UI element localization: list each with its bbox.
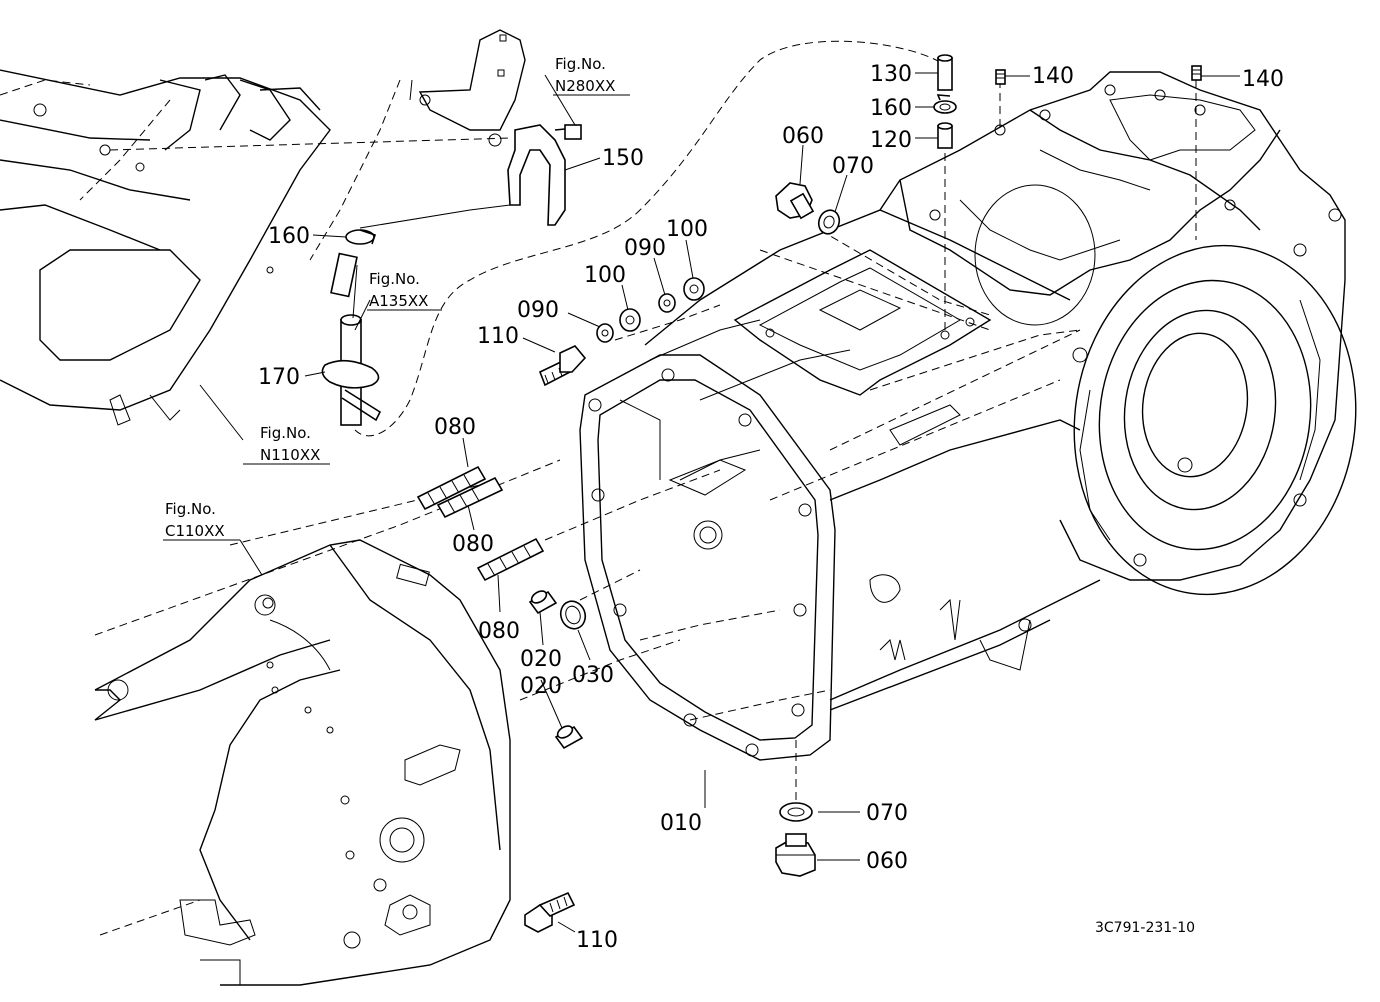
- stud-080-b: [436, 476, 504, 519]
- washer-090-upper: [658, 293, 676, 313]
- pipe-130: [937, 54, 953, 91]
- reference-underlines: [163, 94, 630, 541]
- callout-080-a: 080: [434, 415, 476, 440]
- pin-020-lower: [554, 725, 584, 750]
- ref-n110-code: N110XX: [260, 446, 320, 464]
- callout-010: 010: [660, 811, 702, 836]
- callout-100-upper: 100: [666, 217, 708, 242]
- clamp-160-top: [933, 94, 957, 114]
- pin-020-upper: [528, 590, 558, 615]
- callout-140-left: 140: [1032, 64, 1074, 89]
- callout-080-b: 080: [452, 532, 494, 557]
- callout-060-top: 060: [782, 124, 824, 149]
- bracket-plate: [409, 29, 526, 147]
- left-frame-outline: [0, 69, 511, 426]
- drawing-code: 3C791-231-10: [1095, 920, 1195, 936]
- ref-n110-title: Fig.No.: [260, 424, 311, 442]
- ref-a135-code: A135XX: [369, 292, 428, 310]
- ref-c110-title: Fig.No.: [165, 500, 216, 518]
- plug-060-top: [775, 182, 815, 220]
- ref-n280-code: N280XX: [555, 77, 615, 95]
- ref-c110-code: C110XX: [165, 522, 225, 540]
- callout-150: 150: [602, 146, 644, 171]
- seal-030: [559, 600, 587, 630]
- callout-120: 120: [870, 128, 912, 153]
- callout-020-lower: 020: [520, 674, 562, 699]
- bolt-110-upper: [538, 345, 587, 387]
- callout-140-right: 140: [1242, 67, 1284, 92]
- hose-150: [507, 124, 582, 226]
- callout-110-upper: 110: [477, 324, 519, 349]
- plug-140-right: [1191, 65, 1202, 81]
- plug-140-left: [995, 69, 1006, 85]
- callout-020-upper: 020: [520, 647, 562, 672]
- callout-160-top: 160: [870, 96, 912, 121]
- callout-110-lower: 110: [576, 928, 618, 953]
- washer-100-lower: [619, 308, 641, 332]
- washer-090-lower: [596, 323, 614, 343]
- plug-060-bottom: [775, 833, 816, 877]
- ref-a135-title: Fig.No.: [369, 270, 420, 288]
- callout-080-c: 080: [478, 619, 520, 644]
- washer-070-top: [817, 209, 841, 235]
- hose-clamp-assembly: [321, 204, 511, 426]
- callout-160-lower: 160: [268, 224, 310, 249]
- callout-090-upper: 090: [624, 236, 666, 261]
- callout-030: 030: [572, 663, 614, 688]
- callout-090-lower: 090: [517, 298, 559, 323]
- callout-100-lower: 100: [584, 263, 626, 288]
- front-cover-010: [579, 354, 836, 761]
- stud-080-c: [476, 537, 545, 582]
- callout-070-top: 070: [832, 154, 874, 179]
- pipe-120: [937, 122, 953, 149]
- callout-060-bottom: 060: [866, 849, 908, 874]
- callout-170: 170: [258, 365, 300, 390]
- bolt-110-lower: [524, 891, 576, 933]
- leader-lines: [199, 72, 1240, 933]
- callout-130: 130: [870, 62, 912, 87]
- ref-n280-title: Fig.No.: [555, 55, 606, 73]
- stud-080-a: [416, 465, 487, 511]
- rear-housing-left: [94, 539, 511, 986]
- hose-route-dashed: [354, 40, 941, 437]
- assembly-dashed-lines: [94, 80, 1197, 936]
- washer-100-upper: [683, 277, 705, 301]
- washer-070-bottom: [779, 802, 813, 822]
- callout-070-bottom: 070: [866, 801, 908, 826]
